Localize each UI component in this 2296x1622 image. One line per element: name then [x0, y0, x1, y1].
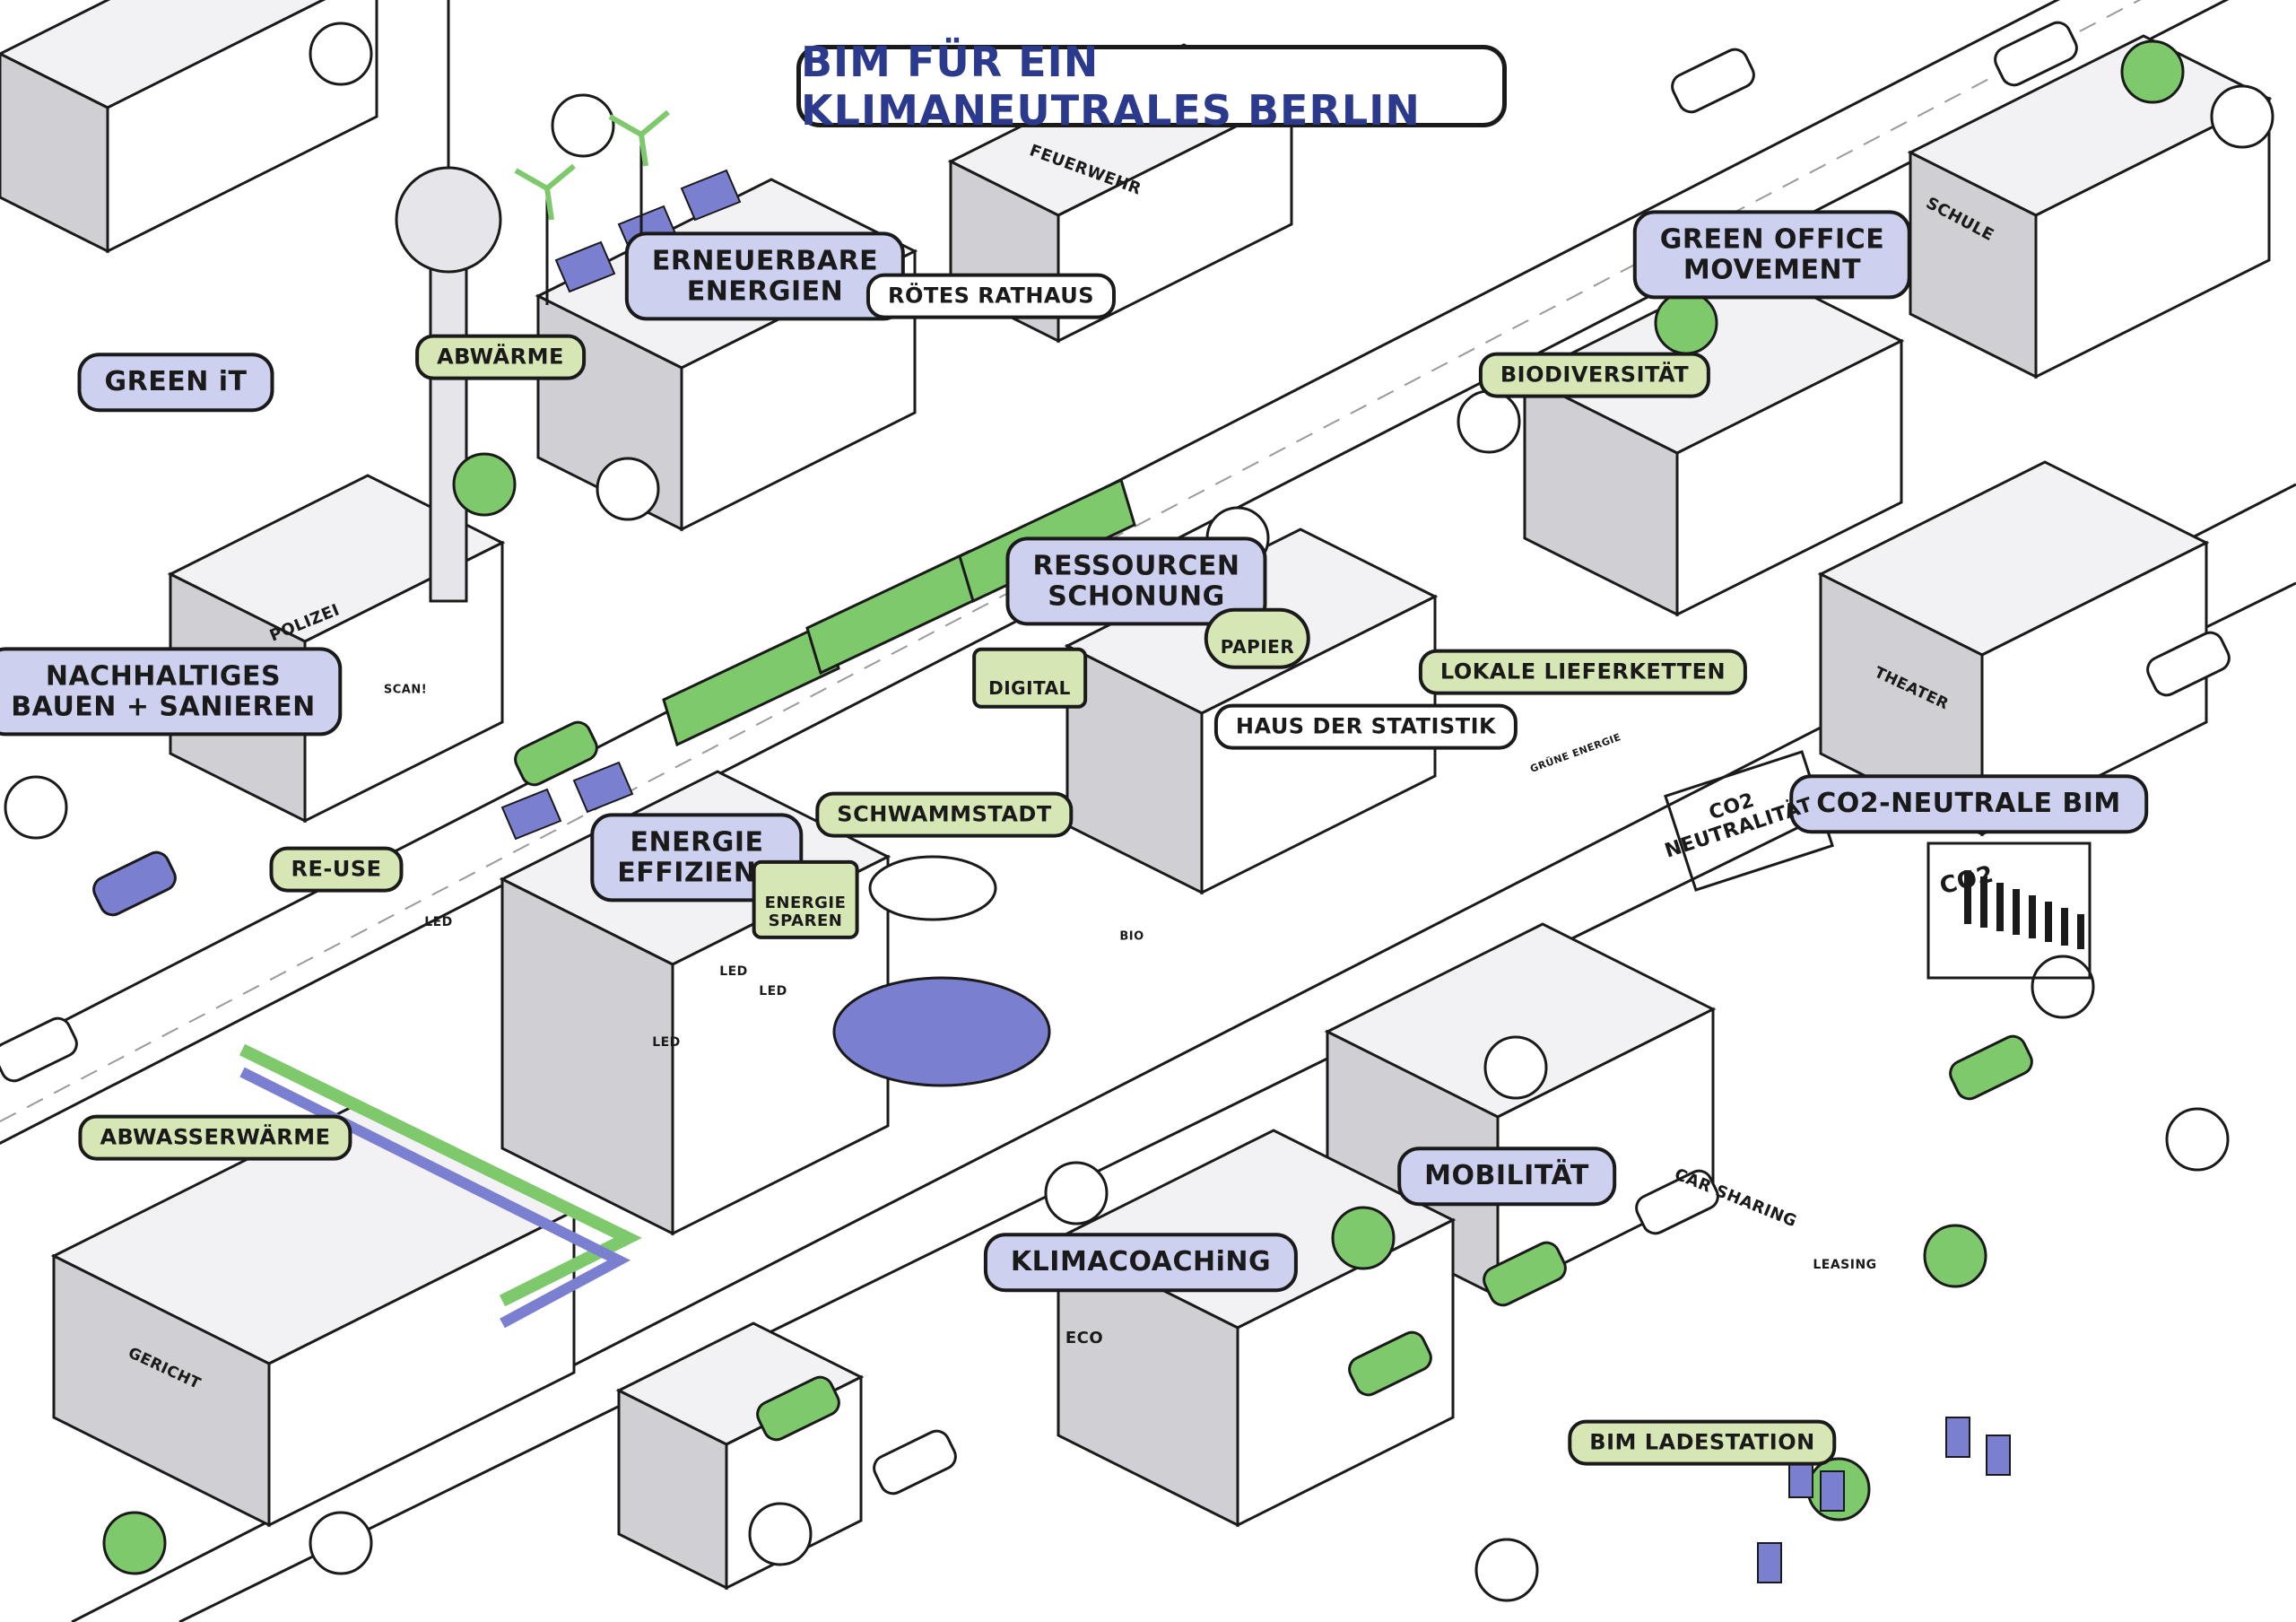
- solar-panel-4: [572, 761, 634, 814]
- label-digital: DIGITAL: [972, 647, 1087, 710]
- car-10: [2146, 631, 2231, 697]
- tree-6: [1331, 1206, 1396, 1270]
- car-7: [1994, 21, 2078, 87]
- tree-14: [1474, 1538, 1539, 1602]
- building-top-left-front: [106, 0, 378, 254]
- tram-car-0: [662, 621, 840, 747]
- label-energie-sparen: ENERGIE SPAREN: [752, 859, 859, 940]
- tree-18: [2120, 39, 2185, 104]
- label-erneuerbare-energien: ERNEUERBARE ENERGIEN: [624, 231, 906, 321]
- car-5: [873, 1429, 957, 1496]
- tv-tower-sphere: [395, 166, 502, 274]
- charging-station-3: [1986, 1435, 2011, 1476]
- car-4: [1348, 1330, 1432, 1397]
- tree-8: [2165, 1107, 2230, 1172]
- co2-billboard: [1926, 842, 2092, 980]
- label-abwaerme: ABWÄRME: [415, 334, 586, 380]
- wind-turbine-blades-0: [514, 163, 576, 221]
- co2-bar-1: [1980, 876, 1987, 928]
- tree-9: [1923, 1224, 1987, 1288]
- sign-led-4: LED: [424, 915, 453, 930]
- solar-panel-0: [554, 240, 616, 293]
- label-mobilitaet: MOBILITÄT: [1397, 1147, 1616, 1206]
- sign-scan: SCAN!: [383, 683, 428, 697]
- tree-4: [1457, 389, 1521, 454]
- co2-bar-3: [2013, 889, 2020, 935]
- tree-0: [452, 452, 517, 517]
- car-1: [1635, 1169, 1719, 1235]
- label-schwammstadt: SCHWAMMSTADT: [815, 791, 1074, 838]
- tree-16: [4, 775, 68, 840]
- solar-panel-2: [680, 169, 742, 222]
- label-klimacoaching: KLIMACOACHiNG: [983, 1233, 1299, 1292]
- tree-13: [748, 1502, 813, 1566]
- tree-10: [1044, 1161, 1109, 1225]
- tree-7: [2031, 955, 2095, 1019]
- tree-12: [102, 1511, 167, 1575]
- sign-led-3: LED: [759, 984, 787, 999]
- label-bim-ladestation: BIM LADESTATION: [1568, 1419, 1837, 1466]
- label-green-it: GREEN iT: [77, 353, 274, 412]
- car-2: [1483, 1241, 1567, 1307]
- tree-17: [2210, 84, 2274, 149]
- car-8: [1671, 48, 1755, 114]
- car-11: [514, 720, 598, 787]
- wind-turbine-blades-1: [608, 109, 670, 167]
- co2-bar-6: [2061, 908, 2068, 946]
- co2-bar-4: [2029, 895, 2036, 938]
- sign-bio: BIO: [1119, 929, 1144, 944]
- heat-pipe-blue: [239, 1067, 631, 1329]
- tree-3: [1654, 291, 1718, 355]
- tram-car-1: [805, 549, 984, 676]
- sign-leasing: LEASING: [1813, 1258, 1877, 1273]
- solar-panel-3: [500, 788, 562, 841]
- tram-track: [0, 0, 2142, 1122]
- building-gericht-front: [267, 1208, 576, 1528]
- label-lokale-lieferketten: LOKALE LIEFERKETTEN: [1418, 649, 1748, 695]
- pond: [832, 976, 1051, 1087]
- building-biodiversitaet-front: [1675, 338, 1903, 617]
- sign-eco: ECO: [1065, 1328, 1104, 1347]
- page-title: BIM FÜR EIN KLIMANEUTRALES BERLIN: [801, 38, 1421, 135]
- tree-5: [1483, 1035, 1548, 1100]
- car-9: [0, 1016, 78, 1083]
- title-banner: BIM FÜR EIN KLIMANEUTRALES BERLIN: [796, 38, 1507, 135]
- tree-19: [309, 22, 373, 86]
- tree-20: [551, 93, 615, 158]
- label-biodiversitaet: BIODIVERSITÄT: [1478, 352, 1711, 398]
- label-nachhaltiges-bauen: NACHHALTIGES BAUEN + SANIEREN: [0, 647, 343, 737]
- co2-bar-7: [2077, 914, 2084, 949]
- charging-station-2: [1945, 1417, 1970, 1458]
- label-haus-der-statistik: HAUS DER STATISTIK: [1213, 703, 1518, 750]
- label-abwasserwaerme: ABWASSERWÄRME: [78, 1114, 352, 1161]
- label-green-office-movement: GREEN OFFICE MOVEMENT: [1632, 210, 1912, 300]
- sign-led-1: LED: [719, 964, 748, 980]
- charging-station-4: [1757, 1542, 1782, 1583]
- co2-bar-2: [1996, 883, 2004, 931]
- co2-bar-5: [2045, 902, 2052, 942]
- label-papier: PAPIER: [1204, 607, 1311, 670]
- tv-tower-shaft: [429, 249, 468, 603]
- car-6: [756, 1375, 840, 1442]
- heat-pipe-green: [239, 1043, 642, 1307]
- sign-led-2: LED: [652, 1035, 681, 1051]
- label-co2-neutrale-bim: CO2-NEUTRALE BIM: [1789, 774, 2148, 833]
- co2-bar-0: [1964, 870, 1971, 924]
- tree-1: [596, 457, 660, 521]
- charging-station-1: [1820, 1470, 1845, 1512]
- car-3: [1949, 1034, 2033, 1101]
- car-0: [92, 850, 177, 917]
- rain-cloud: [868, 855, 997, 921]
- label-re-use: RE-USE: [269, 846, 404, 893]
- tree-11: [309, 1511, 373, 1575]
- label-rotes-rathaus: RÖTES RATHAUS: [865, 273, 1117, 319]
- building-schule-front: [2034, 96, 2271, 379]
